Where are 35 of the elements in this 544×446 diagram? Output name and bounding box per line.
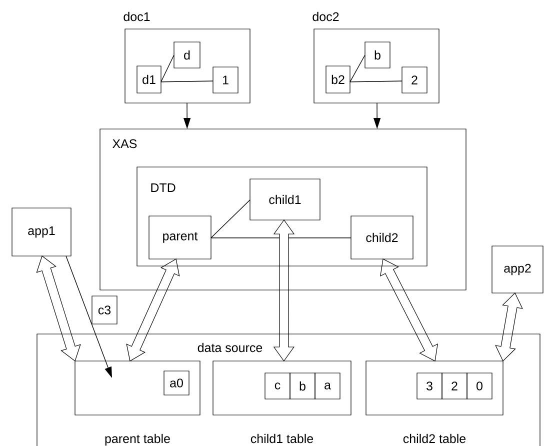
- heading: XAS: [112, 139, 137, 148]
- value-box: a0: [164, 370, 190, 396]
- value-box: b2: [326, 66, 350, 94]
- value-box: b: [290, 372, 316, 400]
- connector-line: [350, 54, 366, 82]
- heading: doc2: [312, 12, 339, 22]
- block-arrow: [36, 256, 81, 362]
- value-box: 1: [212, 66, 238, 94]
- connector-line: [160, 80, 214, 82]
- element-box: child2: [350, 216, 414, 260]
- value-box: d1: [136, 66, 162, 94]
- value-box: c: [264, 372, 290, 400]
- heading: doc1: [124, 12, 150, 22]
- connector-line: [210, 200, 250, 238]
- value-box: 2: [442, 372, 468, 400]
- connector-line: [160, 54, 174, 82]
- value-box: 0: [466, 372, 492, 400]
- value-box: 2: [402, 66, 428, 94]
- heading: parent table: [105, 434, 170, 446]
- value-box: a: [314, 372, 340, 400]
- value-box: b: [364, 42, 390, 68]
- block-arrow: [126, 258, 180, 362]
- heading: DTD: [151, 183, 176, 192]
- block-arrow: [380, 258, 438, 362]
- heading: child2 table: [403, 434, 466, 444]
- application-box: app1: [12, 208, 72, 256]
- element-box: child1: [250, 178, 320, 220]
- value-box: 3: [416, 372, 442, 400]
- application-box: app2: [492, 246, 544, 294]
- value-box: d: [174, 42, 200, 68]
- connector-line: [350, 80, 402, 82]
- element-box: parent: [148, 216, 212, 260]
- label-box: c3: [92, 296, 118, 324]
- heading: child1 table: [250, 434, 314, 444]
- heading: data source: [198, 342, 262, 352]
